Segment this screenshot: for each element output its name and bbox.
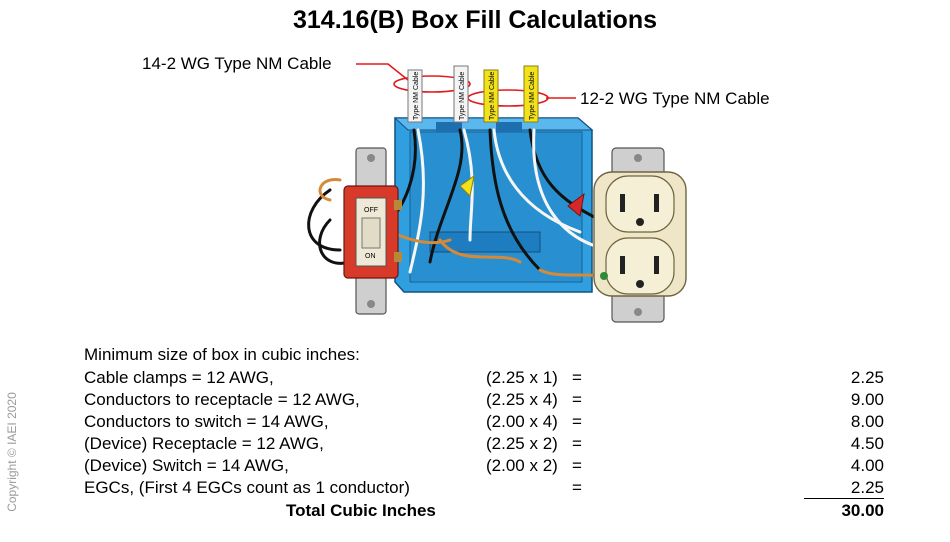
- calc-row-equals: =: [572, 412, 582, 431]
- wiring-illustration: Type NM Cable Type NM Cable Type NM Cabl…: [307, 63, 687, 323]
- cable-12-2-right: Type NM Cable: [523, 65, 539, 123]
- cable-jacket-text: Type NM Cable: [529, 72, 536, 120]
- calculation-table: Minimum size of box in cubic inches: Cab…: [84, 345, 884, 525]
- page-title: 314.16(B) Box Fill Calculations: [293, 6, 657, 34]
- switch-off-label: OFF: [364, 207, 378, 214]
- calc-row-value: 4.50: [850, 434, 884, 453]
- box-wires: [348, 128, 622, 282]
- cable-jacket-text: Type NM Cable: [489, 72, 496, 120]
- calc-total-value: 30.00: [841, 501, 884, 520]
- cable-14-2-left: Type NM Cable: [407, 69, 423, 123]
- calc-row-label: Cable clamps = 12 AWG,: [84, 368, 274, 387]
- copyright-notice: Copyright © IAEI 2020: [5, 392, 19, 512]
- switch-on-label: ON: [365, 253, 376, 260]
- calc-row-formula: (2.25 x 2): [486, 434, 558, 453]
- calc-row-value: 2.25: [804, 478, 884, 499]
- calc-row-formula: (2.00 x 2): [486, 456, 558, 475]
- calc-row-equals: =: [572, 478, 582, 497]
- calc-row-equals: =: [572, 456, 582, 475]
- electrical-box: [393, 117, 594, 293]
- calc-total-label: Total Cubic Inches: [286, 501, 436, 520]
- calc-row-label: (Device) Receptacle = 12 AWG,: [84, 434, 324, 453]
- calc-row-label: (Device) Switch = 14 AWG,: [84, 456, 289, 475]
- calc-row-formula: (2.25 x 4): [486, 390, 558, 409]
- cable-14-2-right: Type NM Cable: [453, 65, 469, 123]
- duplex-receptacle: [593, 147, 687, 323]
- calc-row-equals: =: [572, 368, 582, 387]
- cable-jacket-text: Type NM Cable: [413, 72, 420, 120]
- calc-row-equals: =: [572, 390, 582, 409]
- calc-row: (Device) Switch = 14 AWG, (2.00 x 2) = 4…: [84, 456, 884, 478]
- calc-row: Conductors to switch = 14 AWG, (2.00 x 4…: [84, 412, 884, 434]
- calc-row: (Device) Receptacle = 12 AWG, (2.25 x 2)…: [84, 434, 884, 456]
- calc-row-label: EGCs, (First 4 EGCs count as 1 conductor…: [84, 478, 410, 497]
- calc-total-row: Total Cubic Inches 30.00: [84, 501, 884, 523]
- calc-row-value: 4.00: [850, 456, 884, 475]
- calc-row-formula: (2.00 x 4): [486, 412, 558, 431]
- calc-row-equals: =: [572, 434, 582, 453]
- calc-row-value: 2.25: [850, 368, 884, 387]
- calc-row-formula: (2.25 x 1): [486, 368, 558, 387]
- back-wires: [307, 178, 352, 265]
- calc-row: EGCs, (First 4 EGCs count as 1 conductor…: [84, 478, 884, 500]
- calc-row: Conductors to receptacle = 12 AWG, (2.25…: [84, 390, 884, 412]
- wire-nut-red: [567, 192, 585, 217]
- calc-row-label: Conductors to switch = 14 AWG,: [84, 412, 329, 431]
- wire-nut-yellow: [459, 174, 475, 198]
- calculation-heading: Minimum size of box in cubic inches:: [84, 345, 884, 367]
- calc-row-value: 9.00: [850, 390, 884, 409]
- callout-12-2-cable: 12-2 WG Type NM Cable: [580, 89, 770, 108]
- callout-14-2-cable: 14-2 WG Type NM Cable: [142, 54, 332, 73]
- calc-row: Cable clamps = 12 AWG, (2.25 x 1) = 2.25: [84, 368, 884, 390]
- cable-jacket-text: Type NM Cable: [459, 72, 466, 120]
- cable-12-2-left: Type NM Cable: [483, 69, 499, 123]
- callout-leader-left: [356, 63, 471, 93]
- calculation-heading-text: Minimum size of box in cubic inches:: [84, 345, 360, 364]
- calc-row-label: Conductors to receptacle = 12 AWG,: [84, 390, 360, 409]
- calc-row-value: 8.00: [850, 412, 884, 431]
- toggle-switch: OFF ON: [343, 147, 402, 315]
